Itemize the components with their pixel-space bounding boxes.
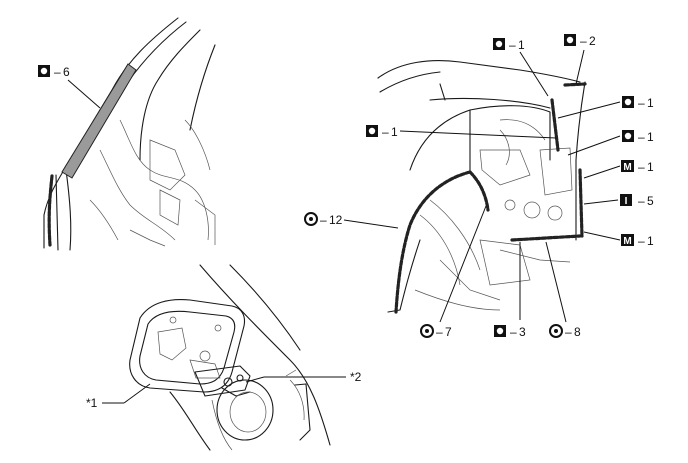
svg-text:12: 12 — [329, 213, 343, 227]
svg-text:3: 3 — [519, 325, 526, 339]
svg-text:–: – — [580, 34, 587, 48]
svg-text:M: M — [623, 236, 631, 247]
svg-text:–: – — [436, 325, 443, 339]
svg-text:8: 8 — [574, 325, 581, 339]
callout-circle-8: – 8 — [545, 241, 581, 339]
callout-o-2: – 2 — [564, 34, 596, 85]
callout-circle-7: – 7 — [420, 205, 487, 339]
fuel-lid-hinge — [194, 365, 251, 397]
callout-o-6: – 6 — [38, 65, 101, 109]
callout-circle-12: – 12 — [304, 212, 399, 229]
svg-text:1: 1 — [647, 160, 654, 174]
svg-text:–: – — [510, 325, 517, 339]
svg-text:–: – — [382, 125, 389, 139]
seal-band-6 — [61, 63, 137, 179]
svg-text:–: – — [509, 38, 516, 52]
callout-star-2: *2 — [245, 370, 362, 384]
seal-8 — [510, 234, 582, 242]
svg-text:I: I — [625, 196, 628, 207]
seal-o1 — [550, 98, 560, 152]
svg-text:7: 7 — [445, 325, 452, 339]
svg-text:–: – — [638, 194, 645, 208]
seal-m1 — [578, 168, 584, 238]
seal-12 — [394, 170, 472, 314]
seal-o2 — [563, 82, 587, 87]
svg-text:*1: *1 — [86, 396, 98, 410]
callout-m-1-upper: M – 1 — [583, 160, 654, 179]
callout-o-1-right-a: – 1 — [557, 96, 654, 119]
svg-text:–: – — [565, 325, 572, 339]
top-right-wheelhouse-view — [377, 60, 587, 314]
svg-text:1: 1 — [391, 125, 398, 139]
svg-text:M: M — [623, 162, 631, 173]
svg-text:1: 1 — [647, 130, 654, 144]
svg-text:–: – — [320, 213, 327, 227]
callout-m-1-lower: M – 1 — [583, 231, 654, 248]
top-left-pillar-view — [43, 17, 216, 251]
svg-text:–: – — [54, 65, 61, 79]
callout-o-1-right-b: – 1 — [567, 130, 654, 156]
callout-o-1-left: – 1 — [366, 125, 557, 139]
fuel-lid-outer — [129, 298, 246, 393]
callout-i-5: I – 5 — [583, 194, 654, 208]
svg-text:2: 2 — [589, 34, 596, 48]
svg-text:–: – — [638, 130, 645, 144]
seal-7 — [468, 170, 490, 212]
callout-o-3: – 3 — [494, 242, 526, 339]
callout-star-1: *1 — [86, 383, 151, 410]
svg-text:6: 6 — [63, 65, 70, 79]
bottom-fuel-lid-view — [129, 264, 331, 451]
svg-text:–: – — [638, 160, 645, 174]
svg-text:5: 5 — [647, 194, 654, 208]
svg-text:1: 1 — [647, 96, 654, 110]
svg-text:1: 1 — [518, 38, 525, 52]
callout-o-1-top: – 1 — [493, 38, 549, 97]
svg-text:*2: *2 — [350, 370, 362, 384]
svg-text:–: – — [638, 234, 645, 248]
svg-text:1: 1 — [647, 234, 654, 248]
svg-text:–: – — [638, 96, 645, 110]
